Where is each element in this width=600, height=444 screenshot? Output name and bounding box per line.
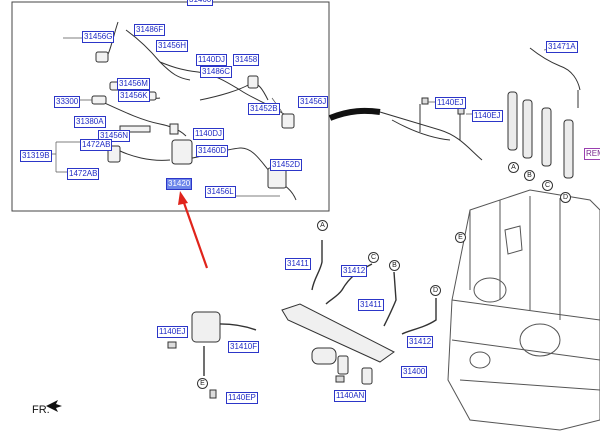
callout-e: E: [455, 232, 466, 243]
part-label-31458[interactable]: 31458: [233, 54, 260, 66]
fuel-rail: [191, 303, 395, 385]
part-label-1140ep[interactable]: 1140EP: [226, 392, 258, 404]
part-label-31456g[interactable]: 31456G: [82, 31, 115, 43]
callout-c-rail: C: [368, 252, 379, 263]
part-label-1140ej-c[interactable]: 1140EJ: [157, 326, 188, 338]
part-label-1140ej-a[interactable]: 1140EJ: [435, 97, 466, 109]
part-label-31456k[interactable]: 31456K: [118, 90, 150, 102]
part-label-1472ab[interactable]: 1472AB: [80, 139, 113, 151]
callout-d: D: [560, 192, 571, 203]
callout-a-rail: A: [317, 220, 328, 231]
part-label-31411-b[interactable]: 31411: [358, 299, 384, 311]
part-label-31410f[interactable]: 31410F: [228, 341, 260, 353]
part-label-31456j[interactable]: 31456J: [298, 96, 329, 108]
detail-inset-frame: [11, 1, 330, 212]
red-pointer-arrow: [181, 199, 209, 269]
part-label-31456m[interactable]: 31456M: [117, 78, 150, 90]
part-label-1140ej-b[interactable]: 1140EJ: [472, 110, 503, 122]
part-label-31486c[interactable]: 31486C: [200, 66, 233, 78]
part-label-31452d[interactable]: 31452D: [270, 159, 303, 171]
callout-a: A: [508, 162, 519, 173]
part-label-31412-b[interactable]: 31412: [407, 336, 434, 348]
part-label-31400[interactable]: 31400: [401, 366, 428, 378]
inset-components: [91, 51, 295, 189]
callout-c: C: [542, 180, 553, 191]
fasteners: [167, 97, 465, 399]
callout-e-rail: E: [197, 378, 208, 389]
front-direction-arrow: [46, 400, 62, 412]
front-marker: FR.: [32, 404, 50, 416]
part-label-1140dj[interactable]: 1140DJ: [196, 54, 227, 66]
callout-d-rail: D: [430, 285, 441, 296]
part-label-31456l[interactable]: 31456L: [205, 186, 236, 198]
callout-b-rail: B: [389, 260, 400, 271]
part-label-1140an[interactable]: 1140AN: [334, 390, 367, 402]
part-label-33300[interactable]: 33300: [54, 96, 81, 108]
part-label-rem[interactable]: REM: [584, 148, 600, 160]
part-label-31456h[interactable]: 31456H: [156, 40, 189, 52]
part-label-31420-selected[interactable]: 31420: [166, 178, 193, 190]
part-label-31380a[interactable]: 31380A: [74, 116, 106, 128]
injectors: [507, 91, 574, 179]
part-label-1472ab-b[interactable]: 1472AB: [67, 168, 100, 180]
transition-arrow: [328, 107, 381, 121]
callout-b: B: [524, 170, 535, 181]
engine-block: [447, 189, 600, 431]
part-label-31452b[interactable]: 31452B: [248, 103, 280, 115]
part-label-31471a[interactable]: 31471A: [546, 41, 578, 53]
part-label-31412-a[interactable]: 31412: [341, 265, 368, 277]
part-label-31319b[interactable]: 31319B: [20, 150, 52, 162]
part-label-31460d[interactable]: 31460D: [196, 145, 229, 157]
red-arrowhead: [178, 191, 188, 205]
part-label-31486f[interactable]: 31486F: [134, 24, 166, 36]
part-label-31460-top[interactable]: 31460: [187, 0, 214, 6]
part-label-31411-a[interactable]: 31411: [285, 258, 311, 270]
part-label-1140dj-b[interactable]: 1140DJ: [193, 128, 224, 140]
harness-assembly: [379, 47, 581, 161]
